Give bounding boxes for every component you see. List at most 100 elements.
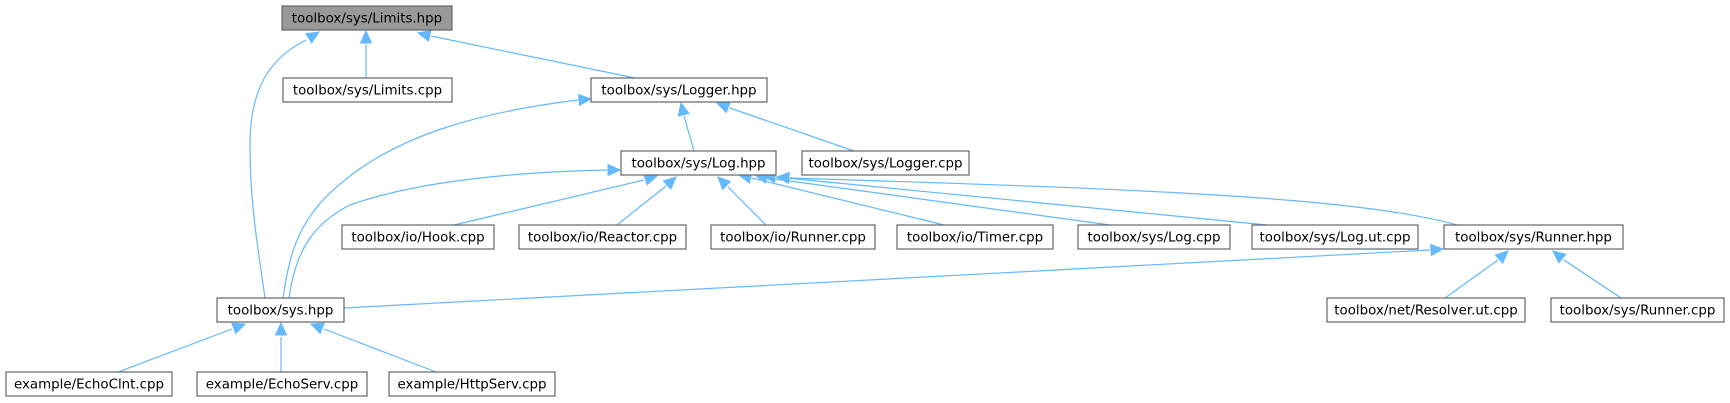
node-limits-cpp[interactable]: toolbox/sys/Limits.cpp [282,77,453,103]
node-label: toolbox/io/Hook.cpp [351,231,484,246]
node-hook-cpp[interactable]: toolbox/io/Hook.cpp [341,224,495,250]
node-sys-hpp[interactable]: toolbox/sys.hpp [216,297,345,323]
node-timer-cpp[interactable]: toolbox/io/Timer.cpp [896,224,1054,250]
edges-layer [117,29,1622,373]
node-box [620,150,777,176]
node-label: toolbox/sys.hpp [228,304,334,319]
edge-line-logger_hpp-to-limits_hpp [430,35,636,79]
node-box [216,297,345,323]
edge-log_hpp-to-logger_hpp [677,101,695,152]
node-log-cpp[interactable]: toolbox/sys/Log.cpp [1077,224,1231,250]
edge-line-sys_runner_cpp-to-runner_hpp [1563,259,1622,299]
arrowhead-sys_hpp-to-limits_hpp [305,31,321,44]
edge-logger_hpp-to-limits_hpp [416,29,636,79]
node-logger-cpp[interactable]: toolbox/sys/Logger.cpp [801,150,970,176]
node-box [518,224,687,250]
node-echoserv-cpp[interactable]: example/EchoServ.cpp [196,371,368,397]
node-httpserv-cpp[interactable]: example/HttpServ.cpp [388,371,556,397]
edge-resolver_ut_cpp-to-runner_hpp [1444,250,1509,299]
edge-line-sys_hpp-to-runner_hpp [343,249,1431,309]
arrowhead-resolver_ut_cpp-to-runner_hpp [1494,250,1509,265]
node-sys-runner-cpp[interactable]: toolbox/sys/Runner.cpp [1550,297,1725,323]
arrowhead-echoclnt_cpp-to-sys_hpp [231,322,247,335]
node-box [281,5,453,31]
edge-line-log_hpp-to-logger_hpp [683,115,695,152]
node-box [341,224,495,250]
edge-io_runner_cpp-to-log_hpp [717,176,767,226]
edge-line-echoclnt_cpp-to-sys_hpp [117,328,233,373]
node-label: toolbox/io/Reactor.cpp [528,231,677,246]
edge-line-sys_hpp-to-limits_hpp [249,39,307,299]
node-label: toolbox/io/Timer.cpp [907,231,1043,246]
edge-sys_hpp-to-log_hpp [288,163,622,299]
node-echoclnt-cpp[interactable]: example/EchoClnt.cpp [5,371,173,397]
node-box [710,224,876,250]
edge-limits_cpp-to-limits_hpp [359,29,373,78]
arrowhead-io_runner_cpp-to-log_hpp [717,176,732,191]
node-resolver-ut-cpp[interactable]: toolbox/net/Resolver.ut.cpp [1326,297,1526,323]
node-label: toolbox/sys/Logger.hpp [601,84,756,99]
edge-line-log_cpp-to-log_hpp [767,177,1111,226]
node-label: toolbox/sys/Log.ut.cpp [1260,231,1411,246]
node-reactor-cpp[interactable]: toolbox/io/Reactor.cpp [518,224,687,250]
edge-line-sys_hpp-to-logger_hpp [282,99,579,299]
edge-line-logger_cpp-to-logger_hpp [729,107,855,152]
arrowhead-sys_hpp-to-log_hpp [607,163,622,177]
edge-line-sys_hpp-to-log_hpp [288,169,608,299]
arrowhead-reactor_cpp-to-log_hpp [662,176,677,191]
node-box [1443,224,1624,250]
arrowhead-hook_cpp-to-log_hpp [643,173,659,186]
node-label: toolbox/sys/Logger.cpp [808,157,962,172]
edge-sys_hpp-to-limits_hpp [249,31,321,299]
node-label: example/HttpServ.cpp [398,378,547,393]
node-box [1326,297,1526,323]
edge-line-log_ut_cpp-to-log_hpp [775,176,1268,226]
edge-line-reactor_cpp-to-log_hpp [616,185,667,226]
edge-sys_hpp-to-logger_hpp [282,93,593,299]
node-box [1077,224,1231,250]
edge-line-httpserv_cpp-to-sys_hpp [323,328,437,373]
node-box [388,371,556,397]
node-box [590,77,768,103]
edge-echoclnt_cpp-to-sys_hpp [117,322,247,373]
node-label: toolbox/sys/Runner.hpp [1455,231,1612,246]
node-log-hpp[interactable]: toolbox/sys/Log.hpp [620,150,777,176]
edge-sys_hpp-to-runner_hpp [343,243,1445,309]
arrowhead-sys_hpp-to-logger_hpp [578,93,593,107]
edge-echoserv_cpp-to-sys_hpp [274,321,288,372]
edge-hook_cpp-to-log_hpp [453,173,659,226]
arrowhead-logger_cpp-to-logger_hpp [715,101,731,114]
edge-httpserv_cpp-to-sys_hpp [309,322,437,373]
node-label: toolbox/sys/Log.hpp [631,157,765,172]
node-limits-hpp[interactable]: toolbox/sys/Limits.hpp [281,5,453,31]
edge-line-io_runner_cpp-to-log_hpp [727,186,767,226]
node-logger-hpp[interactable]: toolbox/sys/Logger.hpp [590,77,768,103]
node-box [282,77,453,103]
node-box [896,224,1054,250]
edge-line-runner_hpp-to-log_hpp [789,177,1458,226]
node-label: toolbox/net/Resolver.ut.cpp [1334,304,1517,319]
arrowhead-logger_hpp-to-limits_hpp [416,29,432,42]
node-label: toolbox/sys/Limits.cpp [293,84,442,99]
arrowhead-echoserv_cpp-to-sys_hpp [274,321,288,336]
edge-line-resolver_ut_cpp-to-runner_hpp [1444,259,1499,299]
node-label: toolbox/io/Runner.cpp [720,231,866,246]
arrowhead-httpserv_cpp-to-sys_hpp [309,322,325,335]
node-box [1251,224,1419,250]
arrowhead-sys_runner_cpp-to-runner_hpp [1552,250,1567,264]
node-label: toolbox/sys/Limits.hpp [292,12,442,27]
node-label: toolbox/sys/Log.cpp [1088,231,1221,246]
node-box [1550,297,1725,323]
node-box [5,371,173,397]
arrowhead-log_hpp-to-logger_hpp [677,101,690,117]
edge-line-timer_cpp-to-log_hpp [751,177,945,226]
node-runner-hpp[interactable]: toolbox/sys/Runner.hpp [1443,224,1624,250]
node-io-runner-cpp[interactable]: toolbox/io/Runner.cpp [710,224,876,250]
arrowhead-limits_cpp-to-limits_hpp [359,29,373,44]
node-log-ut-cpp[interactable]: toolbox/sys/Log.ut.cpp [1251,224,1419,250]
edge-sys_runner_cpp-to-runner_hpp [1552,250,1622,299]
edge-logger_cpp-to-logger_hpp [715,101,855,152]
arrowhead-sys_hpp-to-runner_hpp [1430,243,1445,257]
node-label: example/EchoServ.cpp [206,378,358,393]
